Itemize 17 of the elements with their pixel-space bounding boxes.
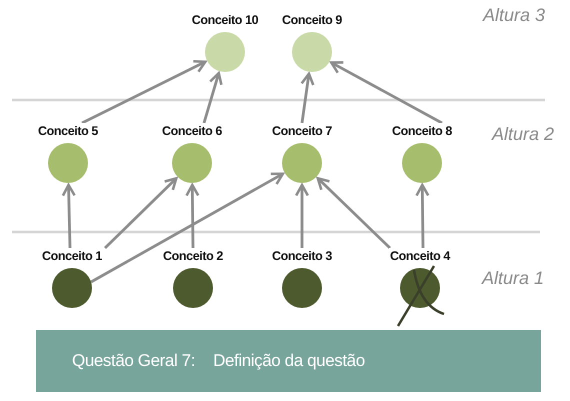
arrow xyxy=(81,60,207,124)
question-banner xyxy=(36,330,541,392)
arrow xyxy=(62,184,76,248)
question-definition: Definição da questão xyxy=(213,351,365,371)
arrow xyxy=(294,184,310,248)
arrow xyxy=(185,184,200,248)
arrow xyxy=(330,61,443,124)
arrow xyxy=(415,184,430,248)
arrow xyxy=(104,177,178,249)
arrow xyxy=(90,172,284,284)
level-label: Altura 3 xyxy=(483,5,546,26)
arrow xyxy=(316,177,391,249)
arrow xyxy=(202,72,223,124)
level-label: Altura 2 xyxy=(492,124,554,145)
arrow xyxy=(300,72,315,124)
question-number: Questão Geral 7: xyxy=(72,351,196,371)
level-label: Altura 1 xyxy=(482,268,544,289)
